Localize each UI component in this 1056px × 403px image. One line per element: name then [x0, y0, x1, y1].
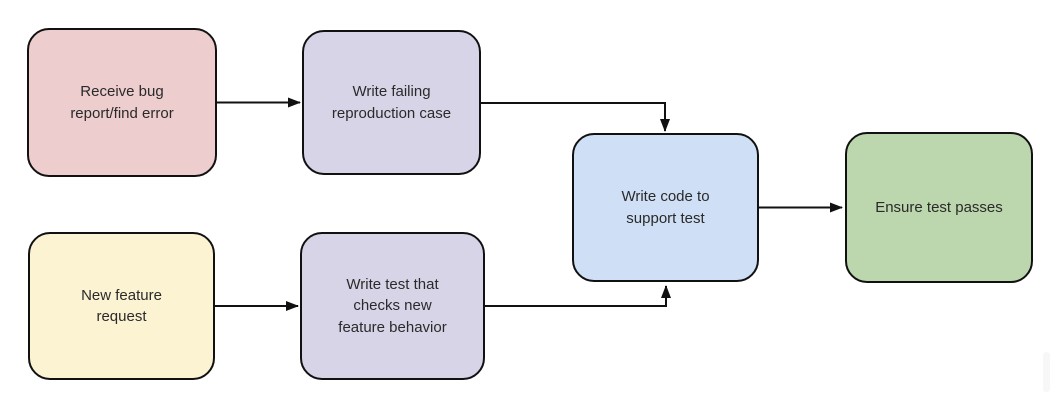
node-write-code-support-test: Write code to support test: [572, 133, 759, 282]
scrollbar-thumb[interactable]: [1043, 352, 1050, 392]
node-receive-bug-report: Receive bug report/find error: [27, 28, 217, 177]
node-write-test-checks-feature: Write test that checks new feature behav…: [300, 232, 485, 380]
connector-repro-to-code: [481, 102, 670, 132]
node-ensure-test-passes: Ensure test passes: [845, 132, 1033, 283]
node-write-failing-reproduction-case: Write failing reproduction case: [302, 30, 481, 175]
connector-test-to-code: [485, 285, 671, 307]
node-new-feature-request: New feature request: [28, 232, 215, 380]
